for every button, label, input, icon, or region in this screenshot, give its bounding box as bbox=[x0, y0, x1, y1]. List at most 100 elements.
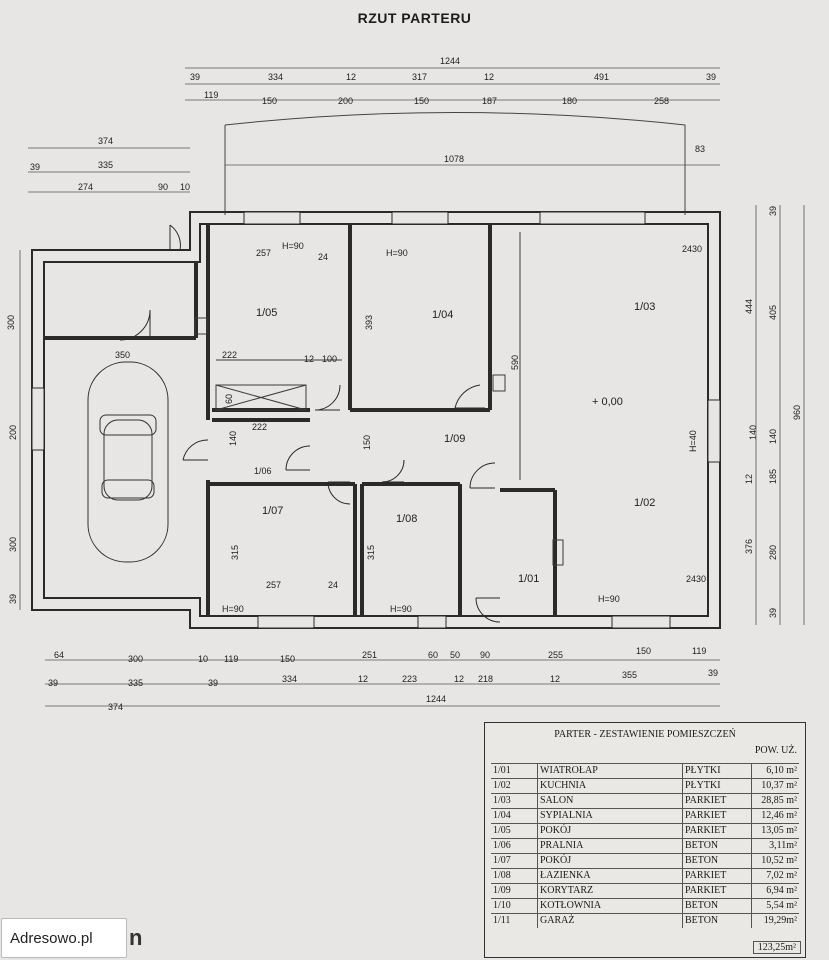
adresowo-watermark[interactable]: Adresowo.pl bbox=[1, 918, 127, 958]
right-side-dimensions: 960 444 12 376 39 405 140 185 280 39 bbox=[744, 206, 802, 618]
top-r2-0: 119 bbox=[204, 90, 218, 100]
garage-width-dim: 350 bbox=[115, 350, 130, 360]
row-name: SYPIALNIA bbox=[537, 808, 683, 824]
top-r1-2: 12 bbox=[346, 72, 356, 82]
row-area: 19,29m² bbox=[751, 913, 799, 928]
legend-title: PARTER - ZESTAWIENIE POMIESZCZEŃ bbox=[554, 729, 736, 740]
row-floor: PARKIET bbox=[682, 868, 752, 884]
dim-105-100: 100 bbox=[322, 354, 337, 364]
row-area: 10,37 m² bbox=[751, 778, 799, 794]
row-name: POKÓJ bbox=[537, 853, 683, 869]
b1-1: 300 bbox=[128, 654, 143, 664]
b2-7: 218 bbox=[478, 674, 493, 684]
car-drawing bbox=[87, 361, 169, 563]
row-no: 1/01 bbox=[491, 763, 538, 779]
roof-outline bbox=[224, 112, 686, 215]
watermark-tail-glyph: n bbox=[129, 925, 143, 950]
row-area: 5,54 m² bbox=[751, 898, 799, 914]
b2-2: 39 bbox=[208, 678, 218, 688]
left-top-dimensions: 374 39 335 274 90 10 bbox=[30, 136, 190, 192]
h40-102: H=40 bbox=[688, 430, 698, 452]
room-label-105: 1/05 bbox=[256, 307, 277, 319]
dim-105-222: 222 bbox=[222, 350, 237, 360]
interior-dimensions: 257 24 H=90 222 12 100 60 222 393 H=90 5… bbox=[222, 241, 758, 614]
b2-8: 12 bbox=[550, 674, 560, 684]
row-floor: PARKIET bbox=[682, 808, 752, 824]
room-labels: 1/05 1/04 1/03 1/02 1/09 1/07 1/08 1/01 … bbox=[115, 301, 655, 585]
b2-1: 335 bbox=[128, 678, 143, 688]
b2-0: 39 bbox=[48, 678, 58, 688]
row-no: 1/10 bbox=[491, 898, 538, 914]
row-no: 1/05 bbox=[491, 823, 538, 839]
row-name: KUCHNIA bbox=[537, 778, 683, 794]
room-label-102: 1/02 bbox=[634, 497, 655, 509]
row-area: 6,94 m² bbox=[751, 883, 799, 899]
row-name: KOTŁOWNIA bbox=[537, 898, 683, 914]
dim-105-60: 60 bbox=[224, 394, 234, 404]
row-area: 10,52 m² bbox=[751, 853, 799, 869]
row-floor: BETON bbox=[682, 838, 752, 854]
row-name: GARAŻ bbox=[537, 913, 683, 928]
row-floor: PŁYTKI bbox=[682, 763, 752, 779]
legend-total: 123,25m² bbox=[752, 941, 801, 954]
top-r1-6: 39 bbox=[706, 72, 716, 82]
h90-105: H=90 bbox=[282, 241, 304, 251]
b2-10: 39 bbox=[708, 668, 718, 678]
room-label-101: 1/01 bbox=[518, 573, 539, 585]
lt-r1-0: 39 bbox=[30, 162, 40, 172]
lt-r1-1: 335 bbox=[98, 160, 113, 170]
row-area: 12,46 m² bbox=[751, 808, 799, 824]
b-left-total: 374 bbox=[108, 702, 123, 712]
h90-102: H=90 bbox=[598, 594, 620, 604]
row-floor: BETON bbox=[682, 853, 752, 869]
dim-107-315: 315 bbox=[230, 545, 240, 560]
floor-plan-drawing: 1/05 1/04 1/03 1/02 1/09 1/07 1/08 1/01 … bbox=[6, 56, 805, 712]
plan-title: RZUT PARTERU bbox=[357, 10, 472, 26]
b2-6: 12 bbox=[454, 674, 464, 684]
top-r1-3: 317 bbox=[412, 72, 427, 82]
row-name: WIATROŁAP bbox=[537, 763, 683, 779]
b1-5: 251 bbox=[362, 650, 377, 660]
roof-1078: 1078 bbox=[444, 154, 464, 164]
rs-mid-0: 444 bbox=[744, 299, 754, 314]
dim-107-24: 24 bbox=[328, 580, 338, 590]
dim-105-12: 12 bbox=[304, 354, 314, 364]
top-r2-4: 187 bbox=[482, 96, 497, 106]
interior-details bbox=[194, 232, 564, 566]
b1-2: 10 bbox=[198, 654, 208, 664]
rs-mid-2: 376 bbox=[744, 539, 754, 554]
row-name: POKÓJ bbox=[537, 823, 683, 839]
b2-9: 355 bbox=[622, 670, 637, 680]
b2-4: 12 bbox=[358, 674, 368, 684]
row-area: 3,11m² bbox=[751, 838, 799, 854]
room-label-104: 1/04 bbox=[432, 309, 453, 321]
left-side-dimensions: 300 200 300 39 bbox=[6, 315, 18, 604]
rs-outer: 960 bbox=[792, 405, 802, 420]
rs-in-1: 405 bbox=[768, 305, 778, 320]
rs-in-4: 280 bbox=[768, 545, 778, 560]
b1-4: 150 bbox=[280, 654, 295, 664]
room-schedule-table: PARTER - ZESTAWIENIE POMIESZCZEŃ POW. UŻ… bbox=[484, 722, 806, 958]
top-r2-3: 150 bbox=[414, 96, 429, 106]
room-label-108: 1/08 bbox=[396, 513, 417, 525]
room-label-106: 1/06 bbox=[254, 466, 272, 476]
lt-r2-1: 90 bbox=[158, 182, 168, 192]
b2-5: 223 bbox=[402, 674, 417, 684]
row-no: 1/04 bbox=[491, 808, 538, 824]
row-name: PRALNIA bbox=[537, 838, 683, 854]
row-name: SALON bbox=[537, 793, 683, 809]
lt-374: 374 bbox=[98, 136, 113, 146]
row-no: 1/03 bbox=[491, 793, 538, 809]
row-floor: PARKIET bbox=[682, 793, 752, 809]
b1-6: 60 bbox=[428, 650, 438, 660]
dim-106-140: 140 bbox=[228, 431, 238, 446]
